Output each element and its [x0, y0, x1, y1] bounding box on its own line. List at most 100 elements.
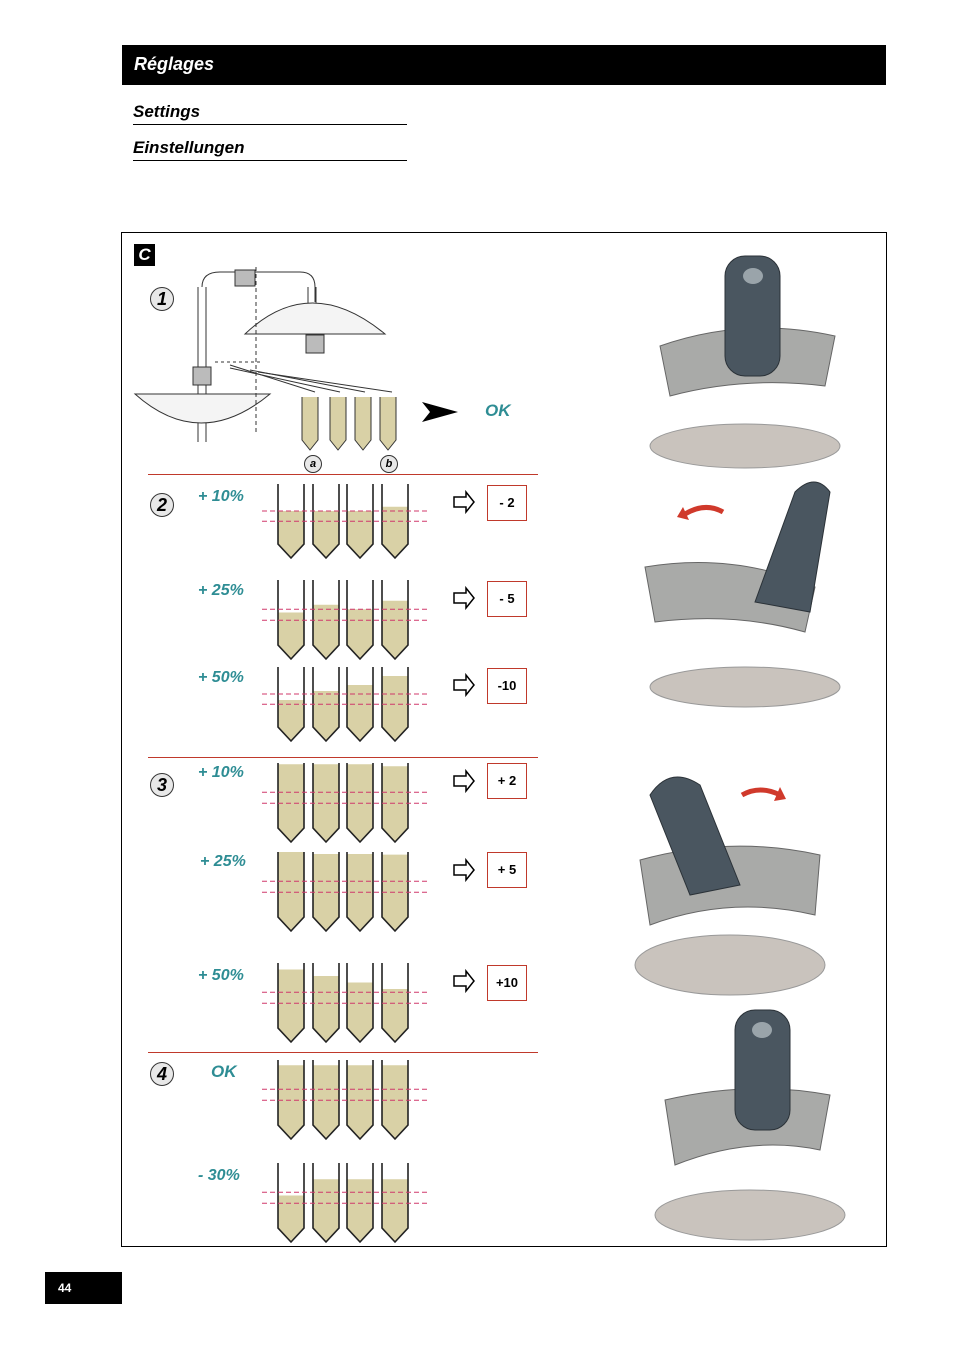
- tube-fill: [278, 852, 304, 931]
- tube-row: [262, 1060, 428, 1141]
- tube-outline: [381, 667, 409, 743]
- tube-fill: [347, 982, 373, 1042]
- tube-outline: [277, 580, 305, 661]
- step3-adj-1: + 2: [487, 763, 527, 799]
- tube-fill: [313, 604, 339, 659]
- step3-adj-2: + 5: [487, 852, 527, 888]
- tube-outline: [277, 667, 305, 743]
- tube-outline: [312, 963, 340, 1044]
- spreader-photo-2: [644, 481, 841, 708]
- step-number-3: 3: [150, 773, 174, 797]
- spreader-photo-1: [649, 255, 841, 469]
- step4-ok: OK: [211, 1062, 237, 1081]
- separator: [148, 1052, 538, 1053]
- tube-fill: [347, 609, 373, 659]
- tube-fill: [347, 511, 373, 558]
- tube-label-b: b: [380, 455, 398, 473]
- right-arrow-icon: [453, 585, 475, 611]
- tube-outline: [312, 763, 340, 844]
- tube-outline: [346, 1163, 374, 1244]
- step2-pct-3: + 50%: [198, 669, 244, 686]
- step-number-2: 2: [150, 493, 174, 517]
- tube-row: [262, 852, 475, 933]
- separator: [148, 757, 538, 758]
- tube-fill: [347, 1179, 373, 1242]
- tube-outline: [277, 763, 305, 844]
- tube-outline: [346, 852, 374, 933]
- tube-row: [262, 763, 475, 844]
- tube-row: [262, 667, 475, 743]
- tube-fill: [382, 1065, 408, 1139]
- right-arrow-icon: [453, 857, 475, 883]
- step2-adj-3: -10: [487, 668, 527, 704]
- spreader-photo-4: [654, 1009, 846, 1241]
- tube-outline: [381, 963, 409, 1044]
- tube-fill: [382, 600, 408, 659]
- tube-outline: [346, 763, 374, 844]
- tube-fill: [347, 1065, 373, 1139]
- tube-label-a: a: [304, 455, 322, 473]
- tube-fill: [382, 989, 408, 1042]
- tube-outline: [346, 963, 374, 1044]
- page-number-box: 44: [45, 1272, 122, 1304]
- step3-pct-3: + 50%: [198, 967, 244, 984]
- section-letter: C: [134, 244, 155, 266]
- spread-diagram: [133, 267, 458, 451]
- tube-row: [262, 580, 475, 661]
- header-bar: Réglages: [122, 45, 886, 85]
- step4-pct-2: - 30%: [198, 1167, 240, 1184]
- tube-outline: [312, 580, 340, 661]
- step-number-4: 4: [150, 1062, 174, 1086]
- tube-outline: [312, 1163, 340, 1244]
- tube-outline: [381, 1163, 409, 1244]
- step2-pct-1: + 10%: [198, 488, 244, 505]
- tube-row: [262, 1163, 428, 1244]
- step3-pct-2: + 25%: [200, 853, 246, 870]
- tube-fill: [278, 612, 304, 659]
- tube-outline: [346, 1060, 374, 1141]
- tube-outline: [277, 852, 305, 933]
- tube-fill: [313, 1065, 339, 1139]
- tube-outline: [381, 1060, 409, 1141]
- step2-adj-1: - 2: [487, 485, 527, 521]
- tube-outline: [312, 1060, 340, 1141]
- tube-fill: [278, 1195, 304, 1242]
- tube-outline: [277, 963, 305, 1044]
- tube-outline: [277, 1060, 305, 1141]
- step1-ok: OK: [485, 401, 511, 420]
- tube-fill: [313, 691, 339, 741]
- tube-outline: [381, 763, 409, 844]
- tube-outline: [277, 1163, 305, 1244]
- tube-fill: [382, 766, 408, 842]
- tube-outline: [312, 484, 340, 560]
- tube-fill: [278, 700, 304, 741]
- tube-fill: [382, 506, 408, 558]
- step2-adj-2: - 5: [487, 581, 527, 617]
- tube-outline: [381, 484, 409, 560]
- subtitle-settings: Settings: [133, 102, 407, 125]
- tube-outline: [346, 667, 374, 743]
- tube-outline: [312, 667, 340, 743]
- page-title: Réglages: [134, 54, 215, 74]
- tube-row: [262, 963, 475, 1044]
- tube-fill: [278, 1065, 304, 1139]
- tube-fill: [278, 511, 304, 558]
- tube-fill: [382, 676, 408, 741]
- figure-frame: [121, 232, 887, 1247]
- step-number-1: 1: [150, 287, 174, 311]
- tube-outline: [277, 484, 305, 560]
- subtitle-einstellungen: Einstellungen: [133, 138, 407, 161]
- step3-pct-1: + 10%: [198, 764, 244, 781]
- tube-fill: [347, 685, 373, 741]
- tube-fill: [313, 1179, 339, 1242]
- tube-outline: [381, 852, 409, 933]
- right-arrow-icon: [453, 768, 475, 794]
- tube-fill: [278, 969, 304, 1042]
- tube-fill: [313, 511, 339, 558]
- right-arrow-icon: [453, 489, 475, 515]
- page-number: 44: [58, 1281, 72, 1295]
- right-arrow-icon: [453, 968, 475, 994]
- separator: [148, 474, 538, 475]
- tube-outline: [381, 580, 409, 661]
